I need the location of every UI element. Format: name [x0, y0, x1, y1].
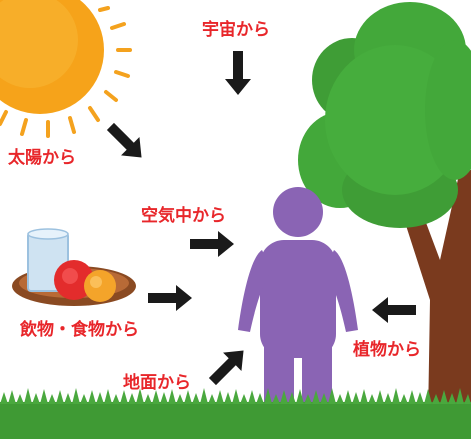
- label-space: 宇宙から: [202, 20, 270, 40]
- tree-icon: [298, 2, 471, 420]
- food-tray-icon: [12, 228, 136, 306]
- arrow-sun: [106, 122, 142, 158]
- arrow-ground: [208, 350, 244, 386]
- label-air: 空気中から: [141, 206, 226, 226]
- label-ground: 地面から: [123, 373, 191, 393]
- sun-rays: [0, 6, 132, 138]
- arrow-food: [148, 285, 192, 311]
- arrow-space: [225, 51, 251, 95]
- arrow-plants: [372, 297, 416, 323]
- grass-ground: [0, 388, 471, 439]
- sun-icon: [0, 0, 132, 138]
- label-food: 飲物・食物から: [20, 320, 139, 340]
- arrows: [106, 51, 416, 386]
- arrow-air: [190, 231, 234, 257]
- label-sun: 太陽から: [8, 148, 76, 168]
- label-plants: 植物から: [353, 340, 421, 360]
- person-figure: [238, 187, 358, 410]
